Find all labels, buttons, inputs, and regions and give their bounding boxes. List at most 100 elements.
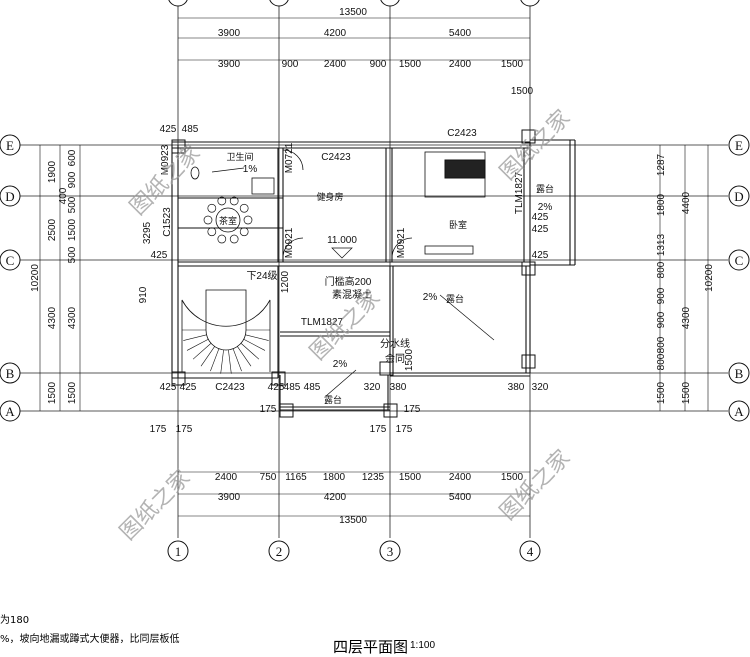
dimension-text: 485: [304, 382, 321, 393]
axis-label-row: B: [735, 366, 744, 381]
room-label: 卧室: [449, 219, 467, 231]
dimension-text: 4300: [67, 306, 78, 329]
door-swing: [391, 237, 413, 259]
dimension-text: 1900: [47, 160, 58, 183]
stair-core: [205, 289, 247, 351]
dimension-text: 1800: [323, 472, 346, 483]
axis-bubble: [728, 249, 750, 271]
annotation: 1%: [243, 164, 258, 175]
axis-bubble: [728, 134, 750, 156]
dimension-text: 800: [656, 336, 667, 353]
dimension-text: 1500: [47, 381, 58, 404]
dimension-text: 4200: [324, 492, 347, 503]
annotation: 分水线: [380, 337, 410, 350]
dimension-text: 3900: [218, 59, 241, 70]
dimension-text: 900: [282, 59, 299, 70]
dimension-text: 425: [532, 250, 549, 261]
axis-bubble: [168, 0, 188, 7]
dimension-text: 4200: [324, 28, 347, 39]
chair: [239, 203, 249, 213]
dimension-text: 1500: [399, 472, 422, 483]
dimension-text: 425: [151, 250, 168, 261]
dimension-text: 910: [138, 286, 149, 303]
annotation: TLM1827: [301, 317, 344, 328]
axis-bubble: [167, 540, 189, 562]
dimension-text: 1313: [656, 233, 667, 256]
chair: [229, 234, 239, 244]
column: [379, 361, 394, 376]
room-label: 露台: [536, 183, 554, 195]
note-line-1: 为180: [0, 615, 30, 626]
dimension-text: 1287: [656, 153, 667, 176]
annotation: C2423: [447, 128, 477, 139]
axis-label-row: A: [5, 404, 15, 419]
dimension-text: 380: [508, 382, 525, 393]
dimension-text: 3295: [142, 221, 153, 244]
annotation: M0921: [284, 227, 295, 258]
axis-label-row: E: [6, 138, 14, 153]
axis-label-col: 4: [527, 544, 534, 559]
furniture: [181, 151, 486, 374]
axis-label-row: C: [6, 253, 15, 268]
annotation: 门槛高200: [325, 275, 372, 288]
column: [171, 371, 186, 386]
axis-bubble: [728, 400, 750, 422]
dimension-text: 380: [390, 382, 407, 393]
dimension-text: 900: [370, 59, 387, 70]
stair-tread: [183, 334, 207, 341]
dimension-text: 800: [656, 353, 667, 370]
dimension-text: 425: [532, 224, 549, 235]
axis-bubble: [268, 540, 290, 562]
axis-label-row: C: [735, 253, 744, 268]
door-swing: [282, 237, 304, 259]
dimension-text: 320: [532, 382, 549, 393]
stair-tread: [210, 348, 220, 372]
chair: [217, 196, 227, 206]
column: [171, 139, 186, 154]
annotation: M0721: [284, 142, 295, 173]
dimension-text: 10200: [30, 264, 41, 292]
room-label: 卫生间: [226, 151, 253, 163]
annotation: TLM1827: [514, 171, 525, 214]
axis-label-row: D: [5, 189, 14, 204]
dimension-text: 425: [160, 124, 177, 135]
stair-tread: [220, 349, 224, 374]
watermark: 图纸之家: [495, 105, 575, 185]
dimension-text: 13500: [339, 7, 367, 18]
spiral-stair: [181, 299, 271, 372]
dimension-text: 2500: [47, 218, 58, 241]
axis-label-row: D: [734, 189, 743, 204]
axis-bubble: [519, 540, 541, 562]
dimension-text: 485: [284, 382, 301, 393]
axis-label-col: 1: [175, 544, 182, 559]
slope-arrow: [325, 369, 357, 397]
annotation: 2%: [423, 292, 438, 303]
axis-bubble: [728, 362, 750, 384]
annotation: C1523: [162, 207, 173, 237]
dimension-text: 13500: [339, 515, 367, 526]
walls: [171, 129, 576, 418]
dimension-text: 1500: [656, 381, 667, 404]
stair-tread: [232, 348, 242, 372]
chair: [239, 227, 249, 237]
dimension-text: 3900: [218, 28, 241, 39]
room-label: 露台: [324, 394, 342, 406]
dimension-text: 900: [67, 171, 78, 188]
annotation: 余同: [385, 352, 405, 365]
column: [279, 403, 294, 418]
stair-tread: [240, 343, 260, 360]
column: [271, 371, 286, 386]
dimension-text: 4300: [47, 306, 58, 329]
dimension-text: 500: [67, 196, 78, 213]
stair-tread: [200, 346, 215, 367]
annotation: M0921: [396, 227, 407, 258]
axis-bubble: [0, 134, 21, 156]
sink: [251, 177, 275, 195]
dimension-text: 175: [396, 424, 413, 435]
annotation: 2%: [538, 202, 553, 213]
dimension-text: 1165: [285, 472, 307, 483]
room-label: 健身房: [316, 191, 343, 203]
annotation: C2423: [215, 382, 245, 393]
door-swing: [282, 149, 304, 171]
